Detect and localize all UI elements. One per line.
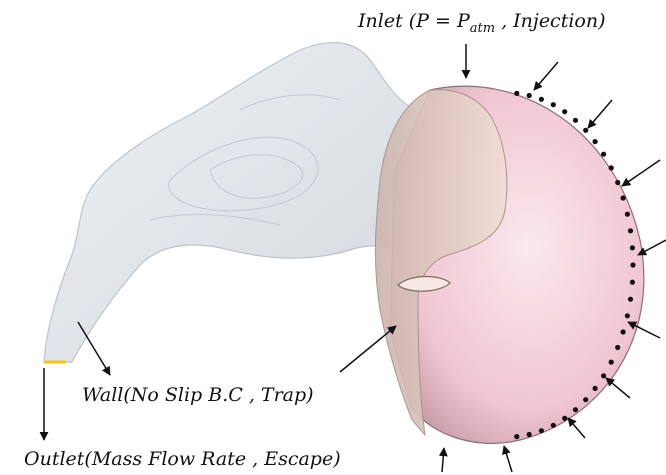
inlet-dot xyxy=(551,423,556,428)
inlet-arrow xyxy=(534,62,558,90)
inlet-dot xyxy=(630,262,635,267)
inlet-dot xyxy=(615,345,620,350)
inlet-dot xyxy=(514,434,519,439)
inlet-dot xyxy=(628,297,633,302)
inlet-arrow xyxy=(504,446,512,472)
inlet-dot xyxy=(601,373,606,378)
inlet-dot xyxy=(514,91,519,96)
inlet-dot xyxy=(621,329,626,334)
inlet-dot xyxy=(539,428,544,433)
inlet-dot xyxy=(527,93,532,98)
inlet-arrow xyxy=(442,448,444,472)
inlet-arrow xyxy=(638,240,666,255)
inlet-dot xyxy=(593,386,598,391)
inlet-dot xyxy=(593,139,598,144)
inlet-arrow xyxy=(588,100,612,128)
inlet-arrow xyxy=(606,378,630,398)
wall-label: Wall(No Slip B.C , Trap) xyxy=(82,384,314,406)
inlet-dot xyxy=(527,432,532,437)
inlet-dot xyxy=(573,118,578,123)
inlet-dot xyxy=(615,180,620,185)
inlet-dot xyxy=(601,152,606,157)
inlet-arrow xyxy=(622,160,660,186)
outlet-label: Outlet(Mass Flow Rate , Escape) xyxy=(24,448,341,470)
inlet-dot xyxy=(625,313,630,318)
inlet-dot xyxy=(539,97,544,102)
inlet-dot xyxy=(562,109,567,114)
inlet-dot xyxy=(609,165,614,170)
inlet-dot xyxy=(573,407,578,412)
wall-arrow xyxy=(78,322,110,375)
inlet-dot xyxy=(583,128,588,133)
inlet-dot xyxy=(628,228,633,233)
inlet-dot xyxy=(630,280,635,285)
inlet-dot xyxy=(562,416,567,421)
inlet-dot xyxy=(625,212,630,217)
inlet-dot xyxy=(609,360,614,365)
nasal-airway xyxy=(44,43,430,362)
inlet-dot xyxy=(583,397,588,402)
inlet-dot xyxy=(551,102,556,107)
wall-arrow xyxy=(340,326,396,372)
inlet-dot xyxy=(630,245,635,250)
inlet-arrow xyxy=(568,418,585,438)
inlet-label: Inlet (P = Patm , Injection) xyxy=(358,10,606,36)
inlet-dot xyxy=(621,195,626,200)
